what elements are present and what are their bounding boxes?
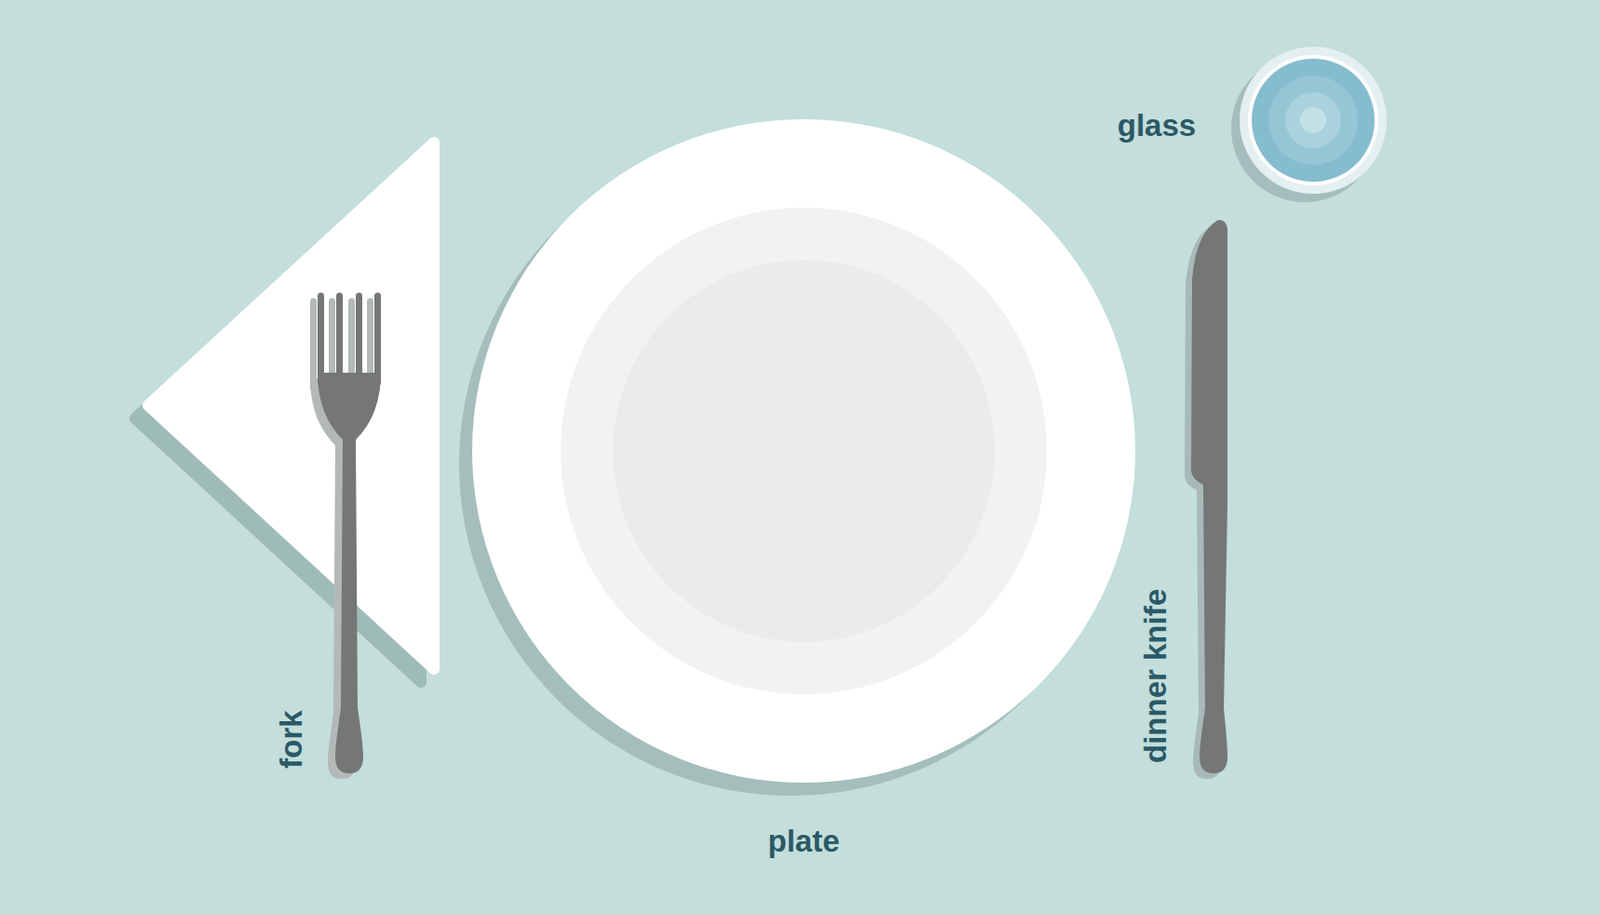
glass-edge: [1247, 54, 1379, 186]
glass-ring: [1285, 92, 1342, 149]
plate-center: [612, 259, 995, 642]
glass-water: [1251, 58, 1375, 182]
fork: [317, 292, 381, 773]
glass-rim: [1239, 46, 1387, 194]
plate-rim: [472, 119, 1136, 783]
glass-ring: [1268, 75, 1358, 165]
fork-label: fork: [275, 709, 307, 768]
glass-label: glass: [1117, 109, 1196, 141]
plate-well: [560, 207, 1047, 694]
dinner-knife: [1191, 219, 1228, 773]
glass-shadow: [1231, 54, 1379, 203]
plate-label: plate: [767, 825, 840, 856]
napkin: [148, 142, 434, 669]
glass-ring: [1300, 107, 1327, 134]
knife-label: dinner knife: [1140, 587, 1172, 762]
